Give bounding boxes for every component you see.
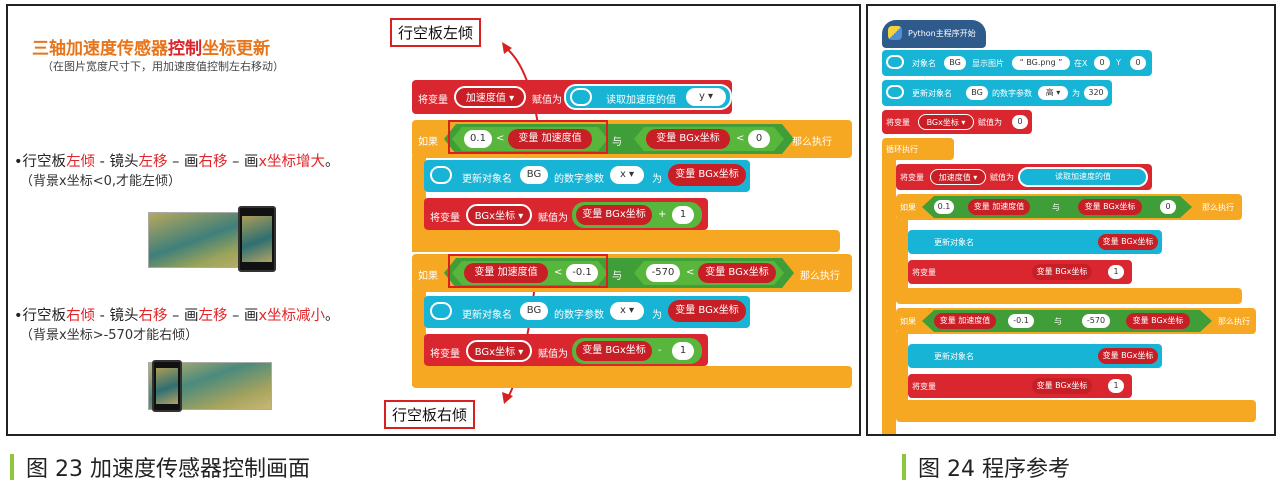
figure-23-panel: 三轴加速度传感器控制坐标更新 （在图片宽度尺寸下，用加速度值控制左右移动） •行… [6,4,861,436]
read-accel-label: 读取加速度的值 [606,95,676,106]
device-icon [430,166,452,184]
if-label: 如果 [418,137,438,148]
loop-block[interactable] [882,138,954,160]
caption-figure-23: 图 23 加速度传感器控制画面 [10,451,310,483]
device-icon [886,85,904,99]
var-accel-reporter[interactable]: 变量 加速度值 [508,129,592,149]
left-tilt-condition: （背景x坐标<0,才能左倾） [20,174,181,189]
right-tilt-condition: （背景x坐标>-570才能右倾） [20,328,199,343]
callout-tilt-left: 行空板左倾 [390,18,482,47]
set-var-label: 将变量 [418,95,448,106]
var-bgx-reporter[interactable]: 变量 BGx坐标 [646,129,730,149]
axis-dropdown[interactable]: y ▾ [686,88,726,106]
assign-label: 赋值为 [532,95,562,106]
device-icon [886,55,904,69]
num-input[interactable]: 0 [748,130,770,148]
device-screen-thumbnail-2 [152,360,182,412]
highlight-condition-2 [448,254,608,288]
device-screen-thumbnail [238,206,276,272]
callout-tilt-right: 行空板右倾 [384,400,476,429]
device-icon [570,88,592,106]
slide-subtitle: （在图片宽度尺寸下，用加速度值控制左右移动） [42,60,284,73]
slide-title: 三轴加速度传感器控制坐标更新 [32,39,270,59]
var-dropdown[interactable]: 加速度值 ▾ [454,86,526,108]
highlight-condition-1 [448,120,608,154]
left-tilt-rule: •行空板左倾 - 镜头左移 – 画右移 – 画x坐标增大。 [14,154,340,170]
caption-figure-24: 图 24 程序参考 [902,451,1070,483]
update-height-block[interactable] [882,80,1112,106]
num-input[interactable]: 0.1 [464,130,492,148]
device-icon [430,302,452,320]
figure-24-panel: Python主程序开始 对象名 BG 显示图片 “ BG.png ” 在X 0 … [866,4,1276,436]
right-tilt-rule: •行空板右倾 - 镜头右移 – 画左移 – 画x坐标减小。 [14,308,340,324]
python-logo-icon [888,26,902,40]
